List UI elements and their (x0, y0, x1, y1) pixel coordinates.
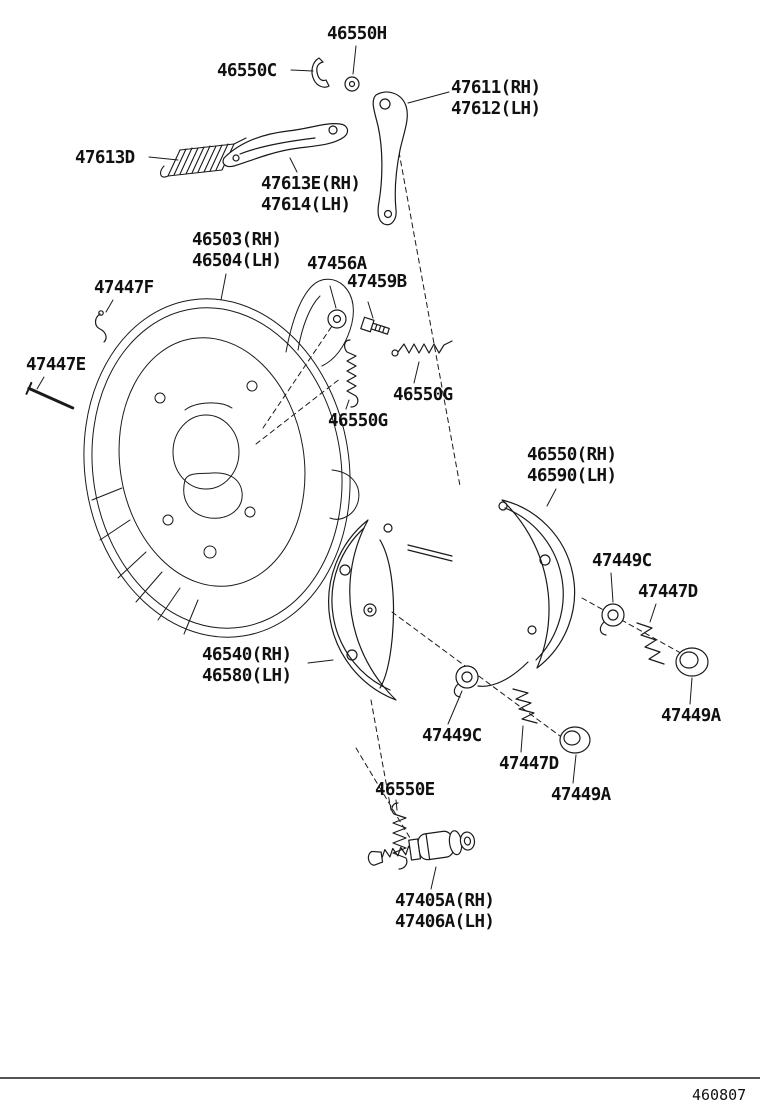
backing-plate (83, 278, 360, 638)
lever-plate-47613E (222, 123, 349, 168)
spring-47447D-center (512, 688, 538, 724)
clip-46550C (311, 57, 330, 88)
part-label-line: 46590(LH) (527, 466, 617, 486)
plate-top-flange (285, 278, 354, 367)
part-label-line: 46540(RH) (202, 645, 292, 665)
part-label-47611-47612: 47611(RH) 47612(LH) (451, 78, 541, 120)
part-label-47449c-center: 47449C (422, 726, 482, 746)
grommet-47456A (327, 309, 347, 329)
part-label-47449c-right: 47449C (592, 551, 652, 571)
part-label-47613e-47614: 47613E(RH) 47614(LH) (261, 174, 361, 216)
hub-hole (172, 414, 240, 490)
part-label-46550g-right: 46550G (393, 385, 453, 405)
part-label-line: 46503(RH) (192, 230, 282, 250)
part-label-47447f: 47447F (94, 278, 154, 298)
adjuster-47405A (367, 830, 476, 866)
part-label-line: 47611(RH) (451, 78, 541, 98)
part-label-46550g-left: 46550G (328, 411, 388, 431)
spring-47613D (159, 137, 247, 178)
part-label-47449a-center: 47449A (551, 785, 611, 805)
pin-46550H (344, 76, 360, 92)
part-label-46550e: 46550E (375, 780, 435, 800)
shoe-strut (407, 544, 453, 562)
lever-47611 (372, 91, 408, 226)
part-label-line: 46504(LH) (192, 251, 282, 271)
spring-46550G-right (391, 340, 453, 357)
spring-46550E (391, 802, 408, 870)
plate-side-tab (329, 469, 360, 520)
part-label-line: 47406A(LH) (395, 912, 495, 932)
spring-46550G-left (344, 339, 359, 408)
cap-47449A-right (675, 647, 709, 677)
clip-47447F (94, 310, 107, 343)
pin-47447E (25, 381, 75, 410)
part-label-46540-46580: 46540(RH) 46580(LH) (202, 645, 292, 687)
part-label-line: 47614(LH) (261, 195, 351, 215)
bolt-47459B (360, 316, 390, 335)
washer-47449C-center (453, 665, 479, 698)
part-label-47459b: 47459B (347, 272, 407, 292)
part-label-47447d-right: 47447D (638, 582, 698, 602)
washer-47449C-right (599, 603, 625, 636)
part-label-line: 46550(RH) (527, 445, 617, 465)
part-label-46550c: 46550C (217, 61, 277, 81)
part-label-line: 47613E(RH) (261, 174, 361, 194)
part-label-47405a-47406a: 47405A(RH) 47406A(LH) (395, 891, 495, 933)
part-label-47449a-right: 47449A (661, 706, 721, 726)
spring-47447D-right (636, 622, 665, 665)
brake-shoe-46550 (477, 499, 576, 687)
part-label-47447d-center: 47447D (499, 754, 559, 774)
part-label-line: 46580(LH) (202, 666, 292, 686)
part-label-47456a: 47456A (307, 254, 367, 274)
part-label-47613d: 47613D (75, 148, 135, 168)
brake-shoe-46540 (328, 519, 453, 701)
part-label-47447e: 47447E (26, 355, 86, 375)
part-label-line: 47612(LH) (451, 99, 541, 119)
diagram-number: 460807 (692, 1086, 747, 1104)
cap-47449A-center (559, 726, 591, 754)
part-label-46550h: 46550H (327, 24, 387, 44)
part-label-46550-46590: 46550(RH) 46590(LH) (527, 445, 617, 487)
part-label-46503-46504: 46503(RH) 46504(LH) (192, 230, 282, 272)
part-label-line: 47405A(RH) (395, 891, 495, 911)
leader-lines (36, 45, 693, 890)
